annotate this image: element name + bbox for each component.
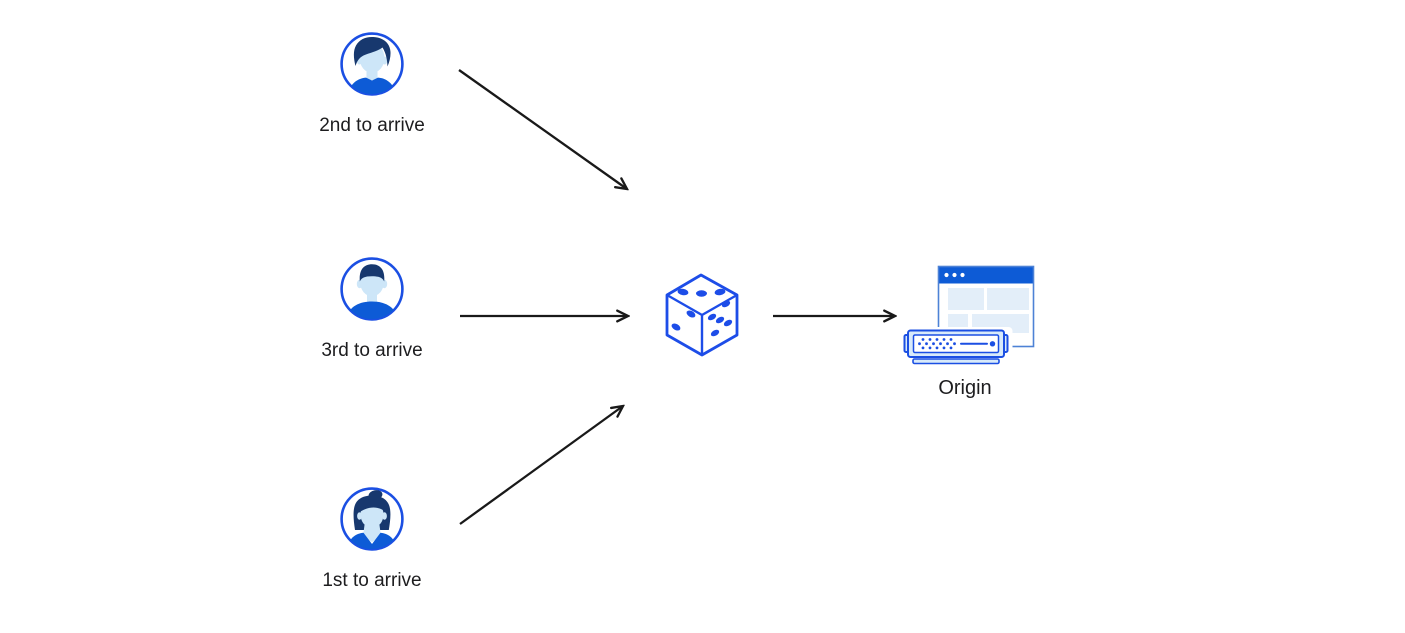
- window-dot-icon: [959, 272, 965, 278]
- female-user-avatar-icon: [340, 487, 404, 551]
- male-user-avatar-icon: [340, 257, 404, 321]
- node-visitor-bottom: 1st to arrive: [272, 486, 472, 590]
- browser-titlebar: [938, 266, 1033, 284]
- arrow-visitor-top-to-dice: [458, 69, 627, 189]
- node-dice: [664, 266, 740, 358]
- server-vent-dots: [917, 338, 956, 350]
- node-label: Origin: [938, 377, 992, 399]
- node-label: 3rd to arrive: [321, 340, 423, 361]
- arrow-visitor-bottom-to-dice: [459, 406, 623, 525]
- origin-server-browser-icon: [902, 265, 1034, 366]
- window-dot-icon: [951, 272, 957, 278]
- node-label: 2nd to arrive: [319, 115, 425, 136]
- male-user-avatar-icon: [340, 32, 404, 96]
- node-visitor-middle: 3rd to arrive: [272, 256, 472, 360]
- dice-icon: [665, 273, 739, 357]
- node-visitor-top: 2nd to arrive: [272, 31, 472, 135]
- server-led-icon: [989, 341, 995, 347]
- node-label: 1st to arrive: [322, 570, 422, 591]
- window-dot-icon: [943, 272, 949, 278]
- node-origin: Origin: [885, 258, 1045, 398]
